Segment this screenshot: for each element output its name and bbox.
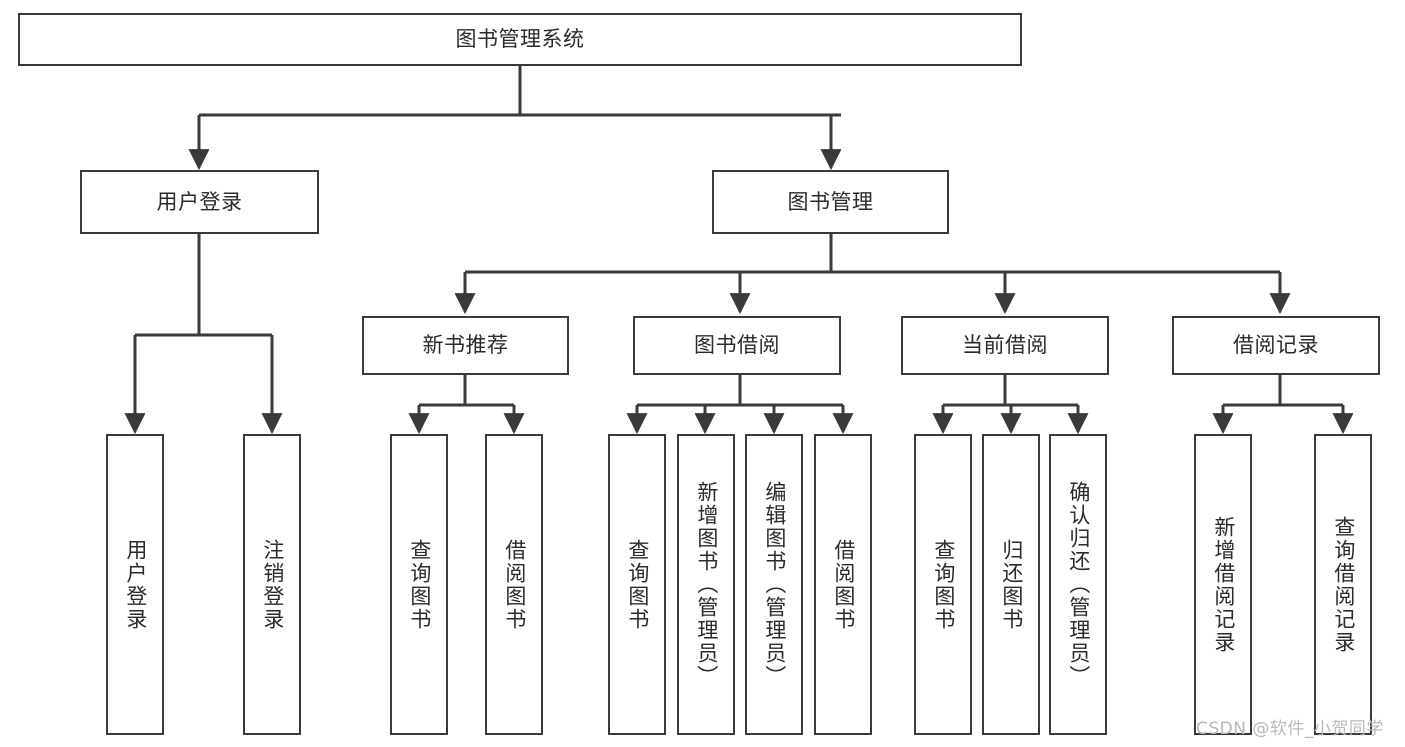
node-leaf-edit-book-label: 编辑图书（管理员）	[762, 481, 787, 688]
node-book-borrow-label: 图书借阅	[694, 333, 780, 358]
node-leaf-confirm-return[interactable]: 确认归还（管理员）	[1049, 434, 1107, 735]
node-leaf-query-book-3-label: 查询图书	[931, 538, 956, 631]
node-leaf-confirm-return-label: 确认归还（管理员）	[1066, 481, 1091, 688]
node-current-borrow[interactable]: 当前借阅	[901, 316, 1109, 375]
node-leaf-edit-book[interactable]: 编辑图书（管理员）	[745, 434, 803, 735]
node-current-borrow-label: 当前借阅	[962, 333, 1048, 358]
node-leaf-add-borrow-record[interactable]: 新增借阅记录	[1194, 434, 1252, 735]
node-leaf-add-borrow-record-label: 新增借阅记录	[1211, 515, 1236, 654]
node-book-manage-label: 图书管理	[787, 189, 874, 214]
node-leaf-return-book[interactable]: 归还图书	[982, 434, 1040, 735]
node-user-login[interactable]: 用户登录	[80, 170, 319, 234]
node-leaf-add-book-label: 新增图书（管理员）	[694, 481, 719, 688]
node-root[interactable]: 图书管理系统	[18, 13, 1022, 66]
node-leaf-logout[interactable]: 注销登录	[243, 434, 301, 735]
node-leaf-query-borrow-record[interactable]: 查询借阅记录	[1314, 434, 1372, 735]
node-book-borrow[interactable]: 图书借阅	[633, 316, 841, 375]
node-leaf-query-book-3[interactable]: 查询图书	[914, 434, 972, 735]
node-leaf-borrow-book-1[interactable]: 借阅图书	[485, 434, 543, 735]
node-leaf-query-book-2[interactable]: 查询图书	[608, 434, 666, 735]
node-leaf-borrow-book-2[interactable]: 借阅图书	[814, 434, 872, 735]
node-root-label: 图书管理系统	[455, 27, 585, 52]
watermark-text: CSDN @软件_小贺同学	[1196, 719, 1384, 739]
node-new-book-recommend-label: 新书推荐	[422, 333, 509, 358]
node-user-login-label: 用户登录	[156, 189, 243, 214]
node-new-book-recommend[interactable]: 新书推荐	[362, 316, 569, 375]
node-leaf-query-book-1[interactable]: 查询图书	[390, 434, 448, 735]
node-leaf-user-login[interactable]: 用户登录	[106, 434, 164, 735]
node-leaf-borrow-book-1-label: 借阅图书	[502, 538, 527, 631]
node-leaf-query-borrow-record-label: 查询借阅记录	[1331, 515, 1356, 654]
node-leaf-logout-label: 注销登录	[260, 538, 285, 631]
node-leaf-add-book[interactable]: 新增图书（管理员）	[677, 434, 735, 735]
node-borrow-record[interactable]: 借阅记录	[1172, 316, 1380, 375]
node-book-manage[interactable]: 图书管理	[712, 170, 949, 234]
node-leaf-return-book-label: 归还图书	[999, 538, 1024, 631]
node-leaf-query-book-2-label: 查询图书	[625, 538, 650, 631]
node-leaf-user-login-label: 用户登录	[123, 538, 148, 631]
node-leaf-borrow-book-2-label: 借阅图书	[831, 538, 856, 631]
node-borrow-record-label: 借阅记录	[1233, 333, 1319, 358]
node-leaf-query-book-1-label: 查询图书	[407, 538, 432, 631]
